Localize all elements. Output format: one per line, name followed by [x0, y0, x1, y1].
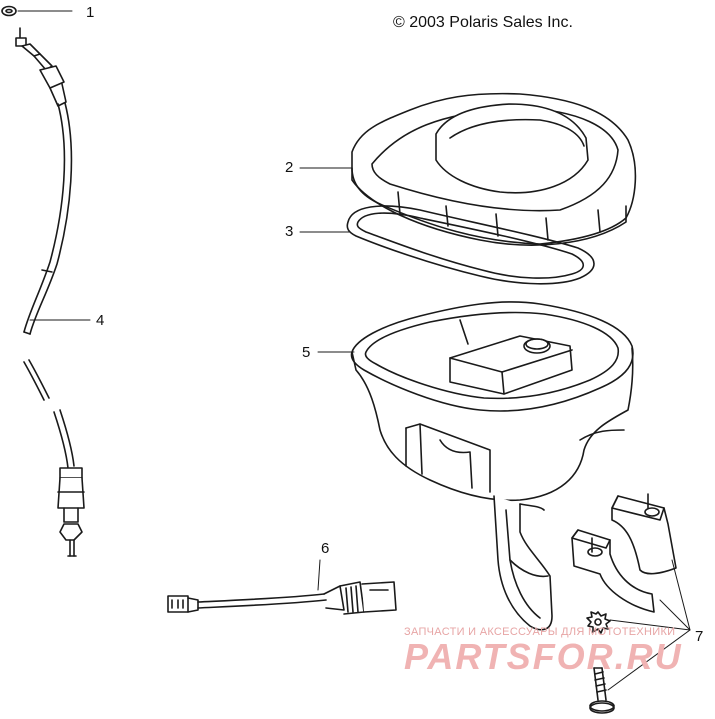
copyright-notice: © 2003 Polaris Sales Inc.: [393, 14, 573, 31]
callout-1: 1: [86, 4, 95, 21]
callout-7: 7: [695, 628, 704, 645]
callout-4: 4: [96, 312, 105, 329]
o-ring-part-1: [2, 7, 16, 16]
housing-cover-part-2: [352, 94, 635, 245]
watermark-tagline: ЗАПЧАСТИ И АКСЕССУАРЫ ДЛЯ МОТОТЕХНИКИ: [404, 626, 676, 638]
watermark-logo: PARTSFOR.RU: [404, 636, 683, 677]
clamp-assembly-part-7: [572, 494, 676, 713]
speedometer-cable: [2, 7, 84, 557]
callout-5: 5: [302, 344, 311, 361]
callout-3: 3: [285, 223, 294, 240]
gasket-part-3: [347, 206, 594, 284]
wiring-harness-part-6: [168, 582, 396, 614]
housing-base-part-5: [352, 302, 633, 630]
callout-2: 2: [285, 159, 294, 176]
callout-6: 6: [321, 540, 330, 557]
